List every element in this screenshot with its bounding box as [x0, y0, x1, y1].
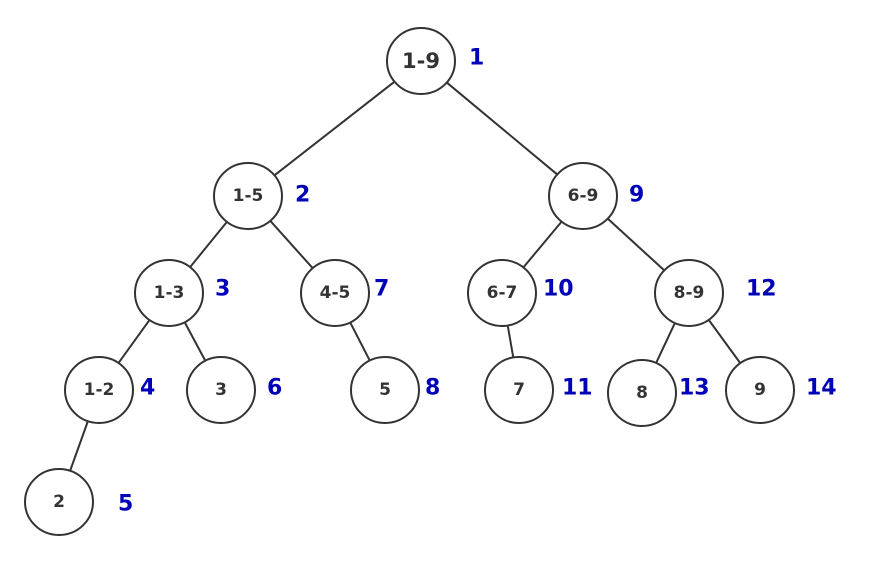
node-circle	[654, 259, 724, 327]
node-index-label: 1	[469, 46, 484, 71]
node-index-label: 6	[267, 376, 282, 401]
node-circle	[548, 162, 618, 230]
tree-node-11: 7 11	[484, 356, 593, 424]
node-range-label: 7	[513, 380, 525, 400]
node-index-label: 10	[543, 277, 574, 302]
node-index-label: 2	[295, 183, 310, 208]
tree-node-4: 1-2 4	[64, 356, 155, 424]
edge-n12-n13	[655, 323, 676, 363]
edge-n9-n10	[523, 221, 562, 268]
node-range-label: 1-5	[233, 186, 264, 206]
edge-n7-n8	[349, 322, 371, 361]
node-index-label: 7	[374, 277, 389, 302]
node-circle	[725, 356, 795, 424]
node-circle	[607, 359, 677, 427]
edge-n1-n9	[446, 82, 558, 175]
edge-n12-n14	[708, 319, 741, 364]
node-circle	[484, 356, 554, 424]
node-circle	[300, 259, 370, 327]
tree-node-3: 1-3 3	[134, 259, 230, 327]
node-range-label: 4-5	[320, 283, 351, 303]
tree-node-9: 6-9 9	[548, 162, 644, 230]
edge-n2-n7	[269, 220, 314, 269]
node-range-label: 1-3	[154, 283, 185, 303]
tree-node-7: 4-5 7	[300, 259, 389, 327]
node-index-label: 5	[118, 492, 133, 517]
node-index-label: 11	[562, 376, 593, 401]
tree-node-13: 8 13	[607, 359, 710, 427]
node-range-label: 3	[215, 380, 227, 400]
edge-n2-n3	[189, 221, 228, 268]
node-circle	[213, 162, 283, 230]
edges-layer	[69, 81, 741, 471]
node-index-label: 8	[425, 376, 440, 401]
tree-node-12: 8-9 12	[654, 259, 777, 327]
edge-n9-n12	[607, 218, 665, 271]
node-index-label: 4	[140, 376, 155, 401]
node-index-label: 13	[679, 376, 710, 401]
node-circle	[24, 468, 94, 536]
node-circle	[350, 356, 420, 424]
node-range-label: 2	[53, 492, 65, 512]
node-circle	[467, 259, 537, 327]
node-circle	[186, 356, 256, 424]
node-range-label: 6-7	[487, 283, 518, 303]
edge-n10-n11	[506, 326, 515, 357]
node-range-label: 8	[636, 383, 648, 403]
node-circle	[64, 356, 134, 424]
node-range-label: 1-9	[402, 49, 440, 73]
node-range-label: 8-9	[674, 283, 705, 303]
tree-node-1: 1-9 1	[386, 27, 484, 95]
edge-n1-n2	[274, 81, 395, 176]
edge-n3-n4	[118, 320, 150, 363]
node-circle	[386, 27, 456, 95]
node-range-label: 6-9	[568, 186, 599, 206]
node-index-label: 12	[746, 277, 777, 302]
node-range-label: 9	[754, 380, 766, 400]
node-range-label: 5	[379, 380, 391, 400]
tree-node-2: 1-5 2	[213, 162, 310, 230]
tree-node-10: 6-7 10	[467, 259, 574, 327]
node-index-label: 9	[629, 183, 644, 208]
node-range-label: 1-2	[84, 380, 115, 400]
node-circle	[134, 259, 204, 327]
tree-node-14: 9 14	[725, 356, 837, 424]
edge-n4-n5	[69, 421, 89, 471]
node-index-label: 14	[806, 376, 837, 401]
edge-n3-n6	[184, 322, 206, 361]
node-index-label: 3	[215, 277, 230, 302]
